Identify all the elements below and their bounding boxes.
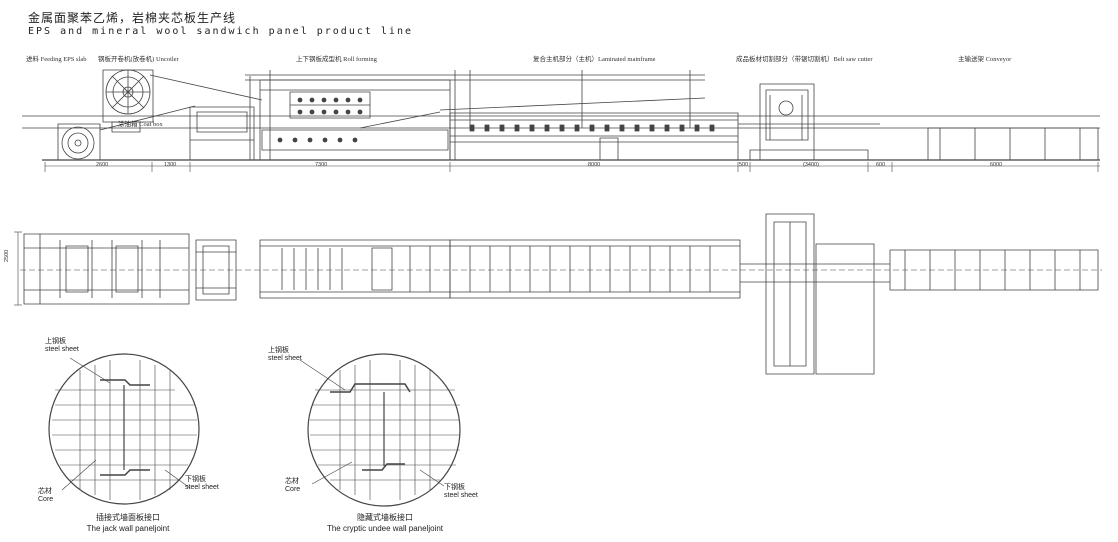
laminated-mainframe <box>450 113 738 160</box>
jack-joint-top-sheet <box>100 380 150 385</box>
jack-bottom-en: steel sheet <box>185 484 219 491</box>
jack-bottom-label: 下钢板 steel sheet <box>185 476 219 492</box>
overhead-frame <box>245 70 705 128</box>
uncoiler-machine <box>58 70 262 160</box>
cryptic-top-cn: 上钢板 <box>268 347 289 354</box>
dim-2600: 2600 <box>96 162 109 168</box>
jack-core-en: Core <box>38 496 54 503</box>
label-roll-forming: 上下钢板成型机 Roll forming <box>296 56 377 63</box>
cryptic-joint-top-sheet <box>330 384 410 392</box>
plan-feeding <box>24 234 189 304</box>
label-laminated: 复合主机部分（主机）Laminated mainframe <box>533 56 656 63</box>
cryptic-caption: 隐藏式墙板接口 The cryptic undee wall paneljoin… <box>300 512 470 534</box>
mainframe-chain <box>470 125 714 131</box>
jack-core-label: 芯材 Core <box>38 488 53 504</box>
dim-500: 500 <box>739 162 749 168</box>
jack-joint-bottom-sheet <box>100 470 150 475</box>
cryptic-joint-bottom-sheet <box>362 464 405 470</box>
cryptic-joint-core-pattern <box>310 360 460 500</box>
cryptic-core-label: 芯材 Core <box>285 478 300 494</box>
plan-belt-saw-cutter <box>740 214 890 374</box>
dim-3400: (3400) <box>803 162 819 168</box>
label-conveyor: 主输送架 Conveyor <box>958 56 1012 63</box>
label-feeding: 进料 Feeding EPS slab <box>26 56 87 63</box>
plan-laminated-mainframe <box>450 240 740 298</box>
cryptic-caption-cn: 隐藏式墙板接口 <box>357 513 413 522</box>
jack-top-en: steel sheet <box>45 346 79 353</box>
jack-core-cn: 芯材 <box>38 488 52 495</box>
cryptic-core-en: Core <box>285 486 301 493</box>
belt-saw-cutter <box>738 84 880 160</box>
dim-7300: 7300 <box>315 162 328 168</box>
forming-rolls <box>278 98 362 142</box>
cryptic-top-en: steel sheet <box>268 355 302 362</box>
jack-caption-cn: 插接式墙面板接口 <box>96 513 160 522</box>
jack-top-label: 上钢板 steel sheet <box>45 338 79 354</box>
cryptic-bottom-label: 下钢板 steel sheet <box>444 484 478 500</box>
dim-8000: 8000 <box>588 162 601 168</box>
title-en: EPS and mineral wool sandwich panel prod… <box>28 26 413 37</box>
cryptic-caption-en: The cryptic undee wall paneljoint <box>326 524 444 533</box>
conveyor-machine <box>928 128 1098 160</box>
jack-bottom-cn: 下钢板 <box>185 476 206 483</box>
jack-top-cn: 上钢板 <box>45 338 66 345</box>
cryptic-core-cn: 芯材 <box>285 478 299 485</box>
width-dimension <box>14 232 22 305</box>
cryptic-bottom-en: steel sheet <box>444 492 478 499</box>
cryptic-top-label: 上钢板 steel sheet <box>268 347 302 363</box>
title-cn: 金属面聚苯乙烯，岩棉夹芯板生产线 <box>28 11 237 25</box>
label-uncoiler: 钢板开卷机(放卷机) Uncoiler <box>98 56 179 63</box>
dim-6000: 6000 <box>990 162 1003 168</box>
dim-1300: 1300 <box>164 162 177 168</box>
coat-box-label: 涂油箱 Coat box <box>118 121 163 128</box>
dimension-line <box>45 162 1100 172</box>
dim-600: 600 <box>876 162 886 168</box>
jack-caption-en: The jack wall paneljoint <box>86 524 170 533</box>
jack-caption: 插接式墙面板接口 The jack wall paneljoint <box>58 512 198 534</box>
label-belt-saw-cutter: 成品板材切割部分（带锯切割机）Belt saw cutter <box>736 56 873 63</box>
cryptic-bottom-cn: 下钢板 <box>444 484 465 491</box>
